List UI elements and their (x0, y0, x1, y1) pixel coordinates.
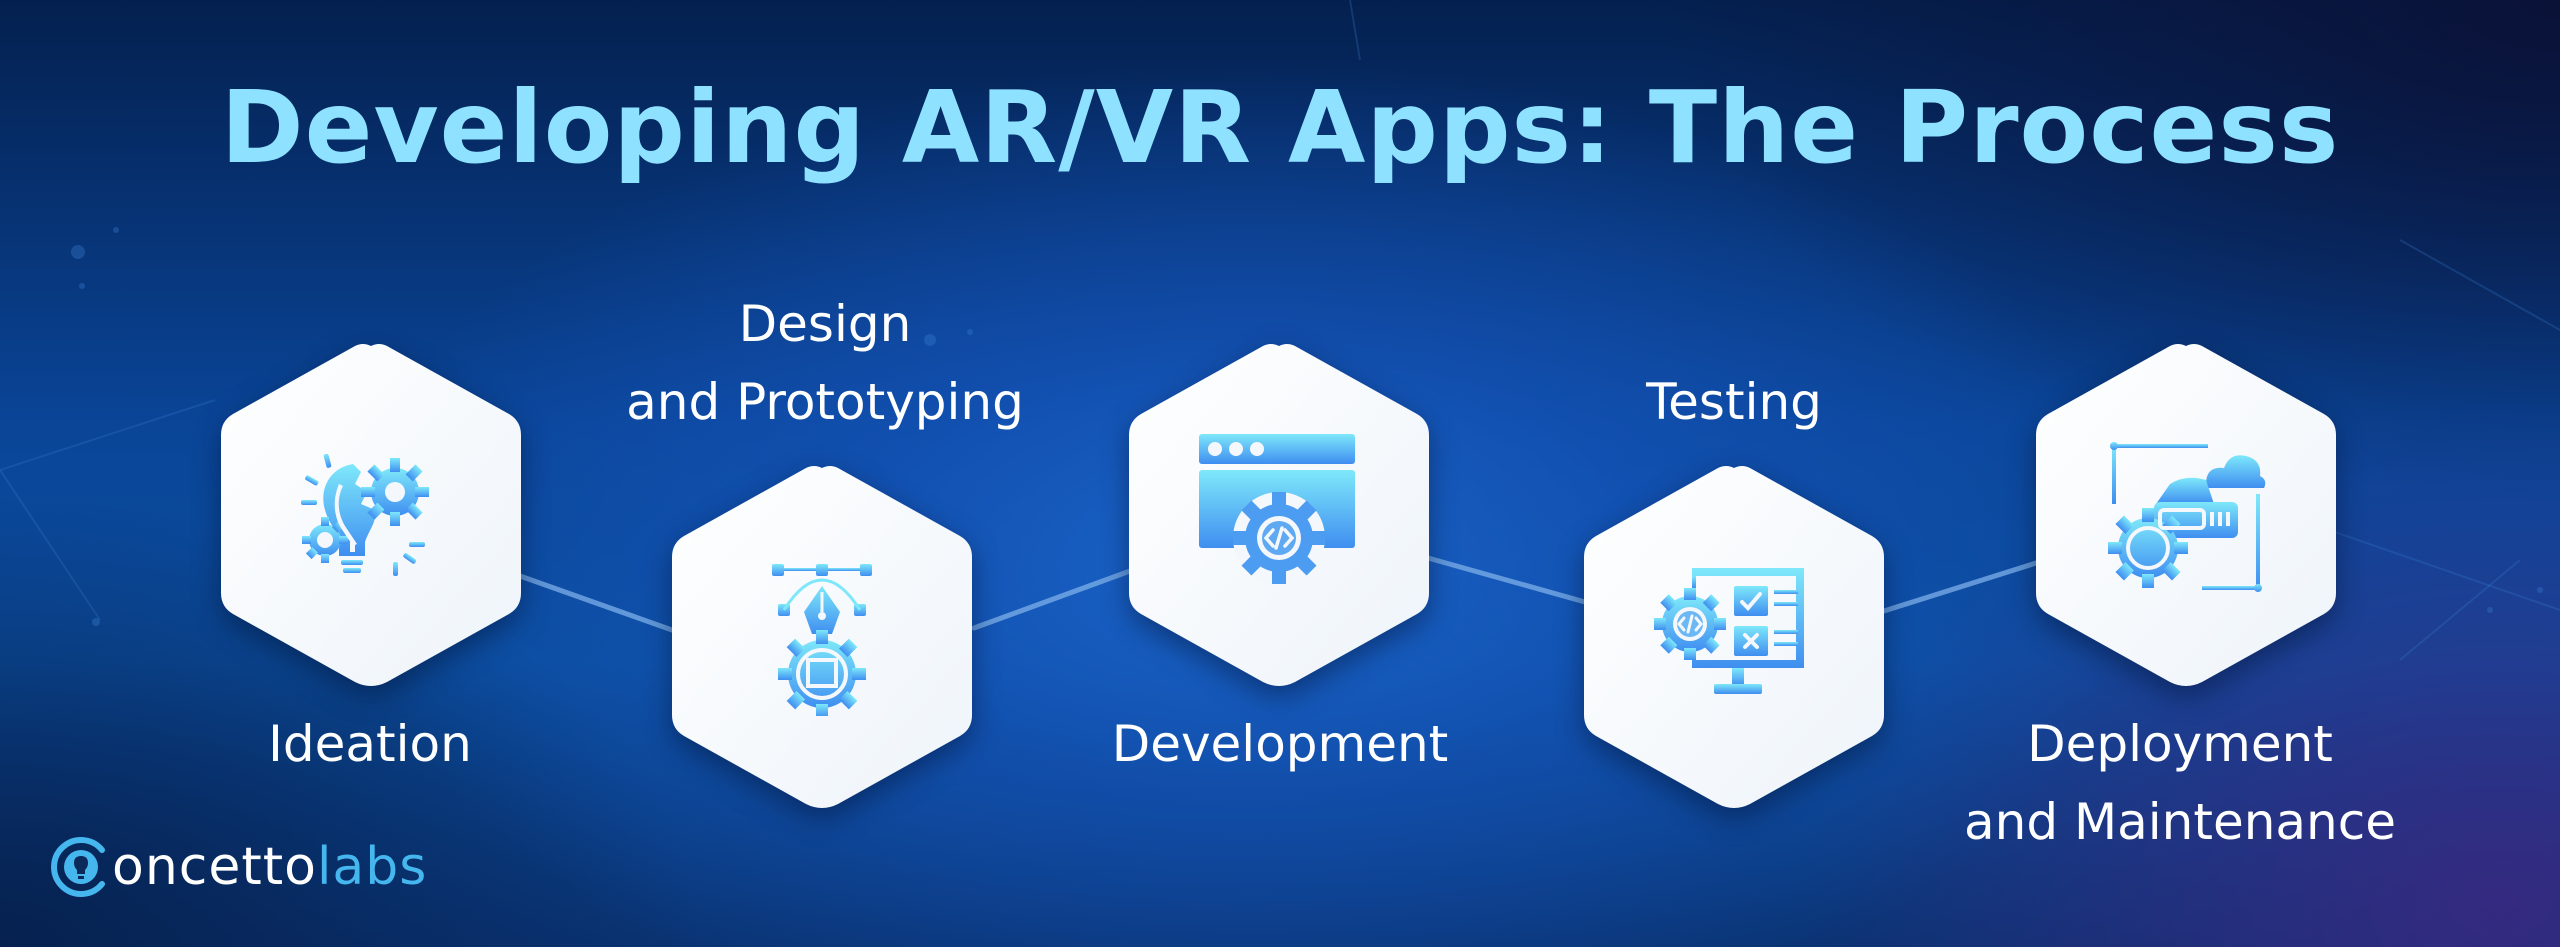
connector-3-4 (1425, 555, 1588, 605)
step-design-label-line2: and Prototyping (626, 373, 1024, 431)
monitor-checklist-icon (1654, 568, 1804, 694)
browser-code-gear-icon (1199, 434, 1355, 584)
pen-tool-gear-icon (772, 564, 872, 716)
step-deployment-label-line2: and Maintenance (1964, 793, 2396, 851)
step-testing-hexagon (1580, 462, 1888, 810)
step-design-label-line1: Design (738, 295, 912, 353)
concettolabs-logo: oncetto labs (50, 832, 427, 902)
step-testing-label: Testing (1646, 373, 1822, 431)
connector-1-2 (517, 573, 675, 633)
logo-text-labs: labs (316, 837, 428, 897)
connector-2-3 (971, 568, 1133, 631)
step-ideation-label: Ideation (268, 715, 472, 773)
cloud-server-gear-icon (2108, 442, 2266, 592)
step-design-label: Design and Prototyping (580, 285, 1070, 441)
page-title: Developing AR/VR Apps: The Process (220, 69, 2340, 186)
step-development-hexagon (1125, 340, 1433, 688)
step-deployment-hexagon (2032, 340, 2340, 688)
step-development-label: Development (1111, 715, 1449, 773)
step-deployment-label: Deployment and Maintenance (1930, 705, 2430, 861)
lightbulb-gears-icon (301, 453, 429, 576)
connector-4-5 (1881, 560, 2039, 614)
logo-text-oncetto: oncetto (112, 837, 317, 897)
logo-c-bulb-icon (51, 837, 105, 897)
step-deployment-label-line1: Deployment (2027, 715, 2333, 773)
step-design-hexagon (668, 462, 976, 810)
step-ideation-hexagon (217, 340, 525, 688)
